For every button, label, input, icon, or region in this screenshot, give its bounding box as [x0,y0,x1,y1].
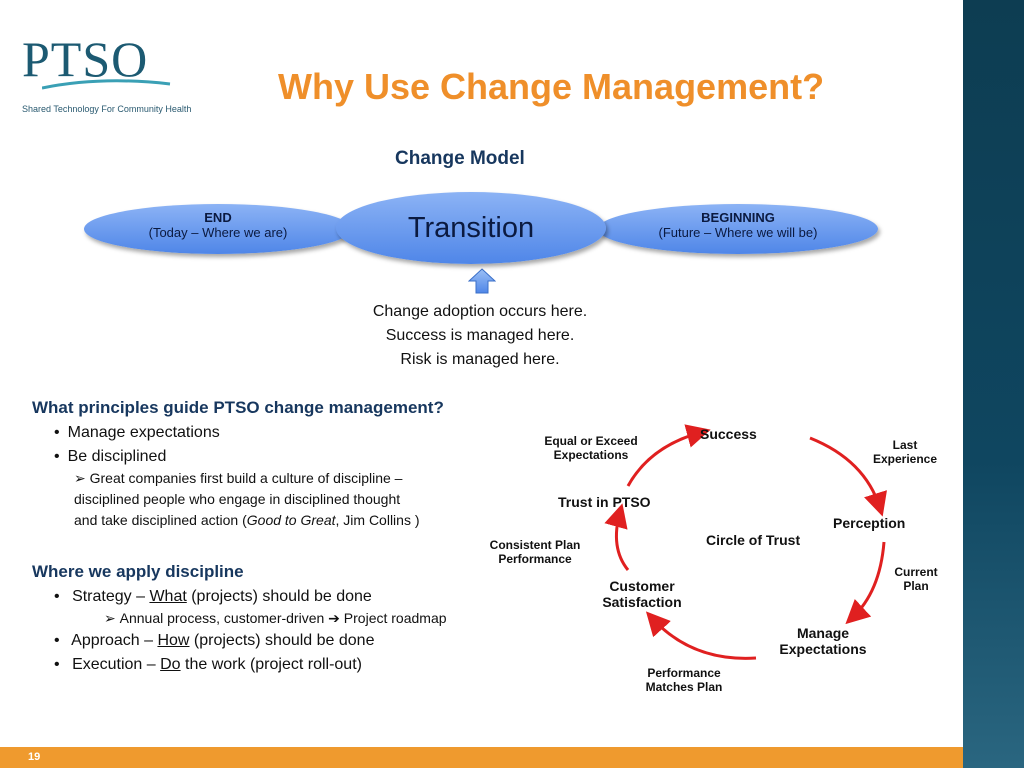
quote-line: ➢ Great companies first build a culture … [74,470,403,486]
success-label: Success [700,426,757,442]
arrow-bullet-icon: ➢ [74,470,90,486]
circle-center-label: Circle of Trust [706,532,801,548]
right-arrow-icon: ➔ [328,610,340,626]
ptso-logo: PTSO Shared Technology For Community Hea… [22,31,191,114]
logo-tagline: Shared Technology For Community Health [22,104,192,114]
arrow-customer-to-trust [604,503,630,571]
arrow-bullet-icon: ➢ [104,610,120,626]
transition-ellipse: Transition [336,192,606,264]
quote-line: and take disciplined action (Good to Gre… [74,512,420,528]
end-subtitle: (Today – Where we are) [148,225,288,240]
slide-number: 19 [28,751,41,763]
up-arrow-icon [468,268,496,294]
footer-bar: 19 [0,747,963,768]
note-line: Change adoption occurs here. [372,303,588,320]
trust-label: Trust in PTSO [558,494,651,510]
slide-title: Why Use Change Management? [278,66,825,107]
adoption-notes: Change adoption occurs here. Success is … [330,300,630,372]
arrow-perception-to-manage [845,541,886,625]
transition-label: Transition [407,212,535,244]
logo-swoosh-icon [42,79,171,90]
beginning-subtitle: (Future – Where we will be) [658,225,818,240]
beginning-ellipse: BEGINNING (Future – Where we will be) [598,204,878,254]
quote-line: disciplined people who engage in discipl… [74,491,401,507]
principles-heading: What principles guide PTSO change manage… [32,398,444,417]
apply-heading: Where we apply discipline [32,562,244,581]
right-sidebar-band [963,0,1024,768]
bullet-item: Strategy – What (projects) should be don… [54,588,372,606]
note-line: Success is managed here. [385,327,575,344]
bullet-item: Be disciplined [54,448,167,466]
bullet-item: Execution – Do the work (project roll-ou… [54,656,362,674]
bullet-item: Approach – How (projects) should be done [54,632,374,650]
sub-bullet: ➢ Annual process, customer-driven ➔ Proj… [104,610,447,626]
book-title: Good to Great [246,512,336,528]
beginning-title: BEGINNING [701,210,775,225]
bullet-item: Manage expectations [54,424,220,442]
note-line: Risk is managed here. [400,351,560,368]
logo-wordmark: PTSO [22,31,149,87]
arrow-trust-to-success [626,424,711,487]
perception-label: Perception [833,515,906,531]
end-title: END [204,210,232,225]
arrow-success-to-perception [809,436,887,517]
change-model-heading: Change Model [395,148,525,169]
end-ellipse: END (Today – Where we are) [84,204,352,254]
arrow-manage-to-customer [645,611,757,660]
